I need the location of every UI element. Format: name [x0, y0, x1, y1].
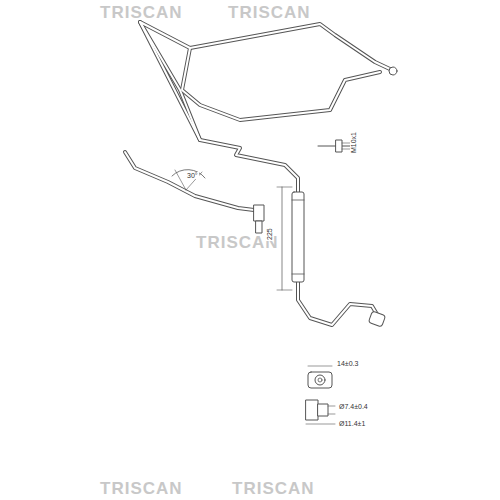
dimension-label: Ø11.4±1	[338, 420, 366, 427]
fitting-side-view	[306, 400, 318, 420]
angle-label: 30°	[186, 172, 199, 179]
banjo-fitting	[368, 311, 385, 327]
pipe-nut	[254, 205, 264, 221]
dimension-label: 225	[266, 227, 273, 241]
watermark: TRISCAN	[100, 480, 183, 497]
pipe-end-fitting	[389, 67, 397, 75]
watermark: TRISCAN	[228, 4, 311, 21]
thread-detail	[336, 140, 342, 152]
pipe-outline	[125, 22, 392, 325]
fitting-top-view	[308, 372, 332, 388]
thread-label: M10x1	[350, 130, 357, 153]
watermark: TRISCAN	[232, 480, 315, 497]
watermark: TRISCAN	[100, 4, 183, 21]
dimension-label: Ø7.4±0.4	[338, 403, 369, 410]
dimension-label: 14±0.3	[336, 360, 359, 367]
flexible-hose	[292, 192, 304, 282]
